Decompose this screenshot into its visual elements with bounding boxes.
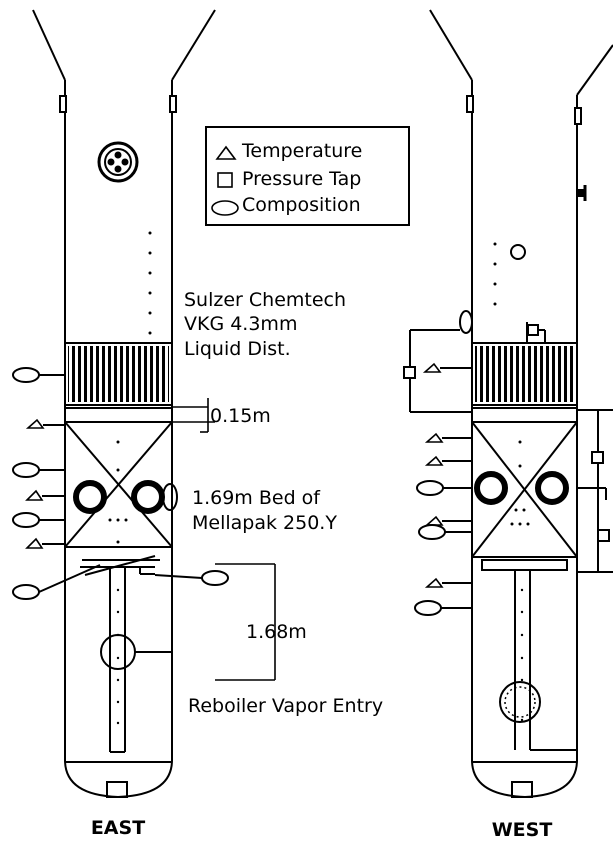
east-funnel-right xyxy=(171,9,216,81)
height-label: 1.68m xyxy=(246,621,307,643)
annotations: Sulzer Chemtech VKG 4.3mm Liquid Dist. 0… xyxy=(91,289,552,841)
west-vapor-entry xyxy=(499,681,541,723)
legend-composition: Composition xyxy=(242,194,361,216)
west-port xyxy=(510,244,526,260)
east-label: EAST xyxy=(91,817,145,839)
east-instruments xyxy=(12,367,229,600)
legend-temperature: Temperature xyxy=(241,140,362,162)
reboiler-label: Reboiler Vapor Entry xyxy=(188,695,383,717)
legend: Temperature Pressure Tap Composition xyxy=(205,126,410,226)
west-distributor xyxy=(471,342,578,409)
east-vapor-entry xyxy=(100,634,136,670)
west-sight-glass-left xyxy=(474,471,508,505)
distributor-label-3: Liquid Dist. xyxy=(184,338,291,360)
west-funnel-left xyxy=(429,9,473,81)
bed-label-1: 1.69m Bed of xyxy=(192,487,321,509)
east-column xyxy=(32,9,216,799)
west-packed-bed xyxy=(471,421,578,558)
east-shell xyxy=(64,80,173,799)
east-sight-glass-right xyxy=(131,480,165,514)
west-label: WEST xyxy=(492,819,553,841)
east-funnel-left xyxy=(32,9,66,81)
west-funnel-right xyxy=(576,44,613,96)
west-instruments xyxy=(403,310,613,616)
pressure-legend-icon xyxy=(217,172,233,188)
gap-label: 0.15m xyxy=(210,405,271,427)
west-column xyxy=(429,9,613,799)
east-sight-glass-left xyxy=(73,480,107,514)
legend-box xyxy=(205,126,410,226)
composition-legend-icon xyxy=(211,200,239,216)
west-sight-glass-right xyxy=(535,471,569,505)
west-shell xyxy=(471,80,578,799)
bed-label-2: Mellapak 250.Y xyxy=(192,512,337,534)
east-dimensions xyxy=(172,398,276,681)
distributor-label-2: VKG 4.3mm xyxy=(184,313,297,335)
temperature-legend-icon xyxy=(215,145,237,160)
east-manway xyxy=(97,141,139,183)
distributor-label-1: Sulzer Chemtech xyxy=(184,289,346,311)
legend-pressure: Pressure Tap xyxy=(242,168,361,190)
